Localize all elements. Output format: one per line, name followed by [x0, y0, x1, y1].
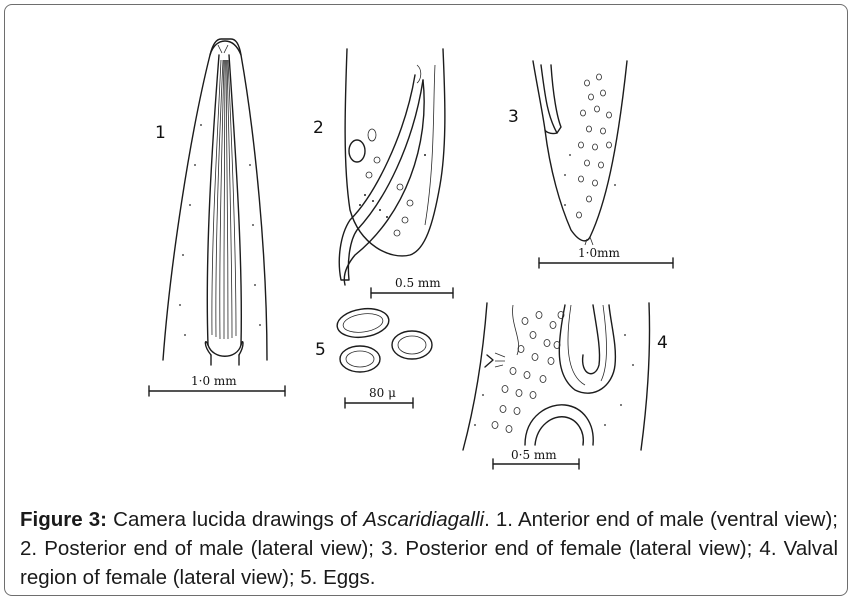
panel-5-eggs: [336, 307, 433, 373]
panel-2-posterior-male: [338, 48, 446, 286]
scale-label-4: 0·5 mm: [511, 448, 557, 462]
panel-label-1: 1: [155, 123, 166, 143]
panel-label-4: 4: [657, 333, 668, 353]
panel-4-valval-region: [462, 302, 651, 451]
scale-bar-3: [538, 257, 674, 269]
panel-label-5: 5: [315, 340, 326, 360]
scale-label-1: 1·0 mm: [191, 374, 237, 388]
panel-1-anterior-male: [162, 38, 268, 366]
scale-label-3: 1·0mm: [578, 246, 620, 260]
caption-text-before: Camera lucida drawings of: [113, 508, 358, 531]
scale-bar-5: [344, 397, 414, 409]
scale-bar-1: [148, 385, 286, 397]
scale-label-5: 80 μ: [369, 386, 396, 400]
caption-species: Ascaridiagalli: [363, 508, 485, 531]
panel-3-posterior-female: [532, 60, 628, 246]
figure-drawing: 1 1·0 mm 2: [148, 38, 674, 470]
panel-label-3: 3: [508, 107, 519, 127]
caption-label: Figure 3:: [20, 508, 107, 531]
scale-bar-2: [370, 287, 454, 299]
scale-label-2: 0.5 mm: [395, 276, 441, 290]
panel-label-2: 2: [313, 118, 324, 138]
caption-text-after: . 1. Anterior end of male (ventral view)…: [20, 508, 839, 589]
scale-bar-4: [492, 458, 580, 470]
figure-frame: 1 1·0 mm 2: [4, 4, 848, 596]
figure-caption: Figure 3: Camera lucida drawings of Asca…: [20, 505, 838, 592]
